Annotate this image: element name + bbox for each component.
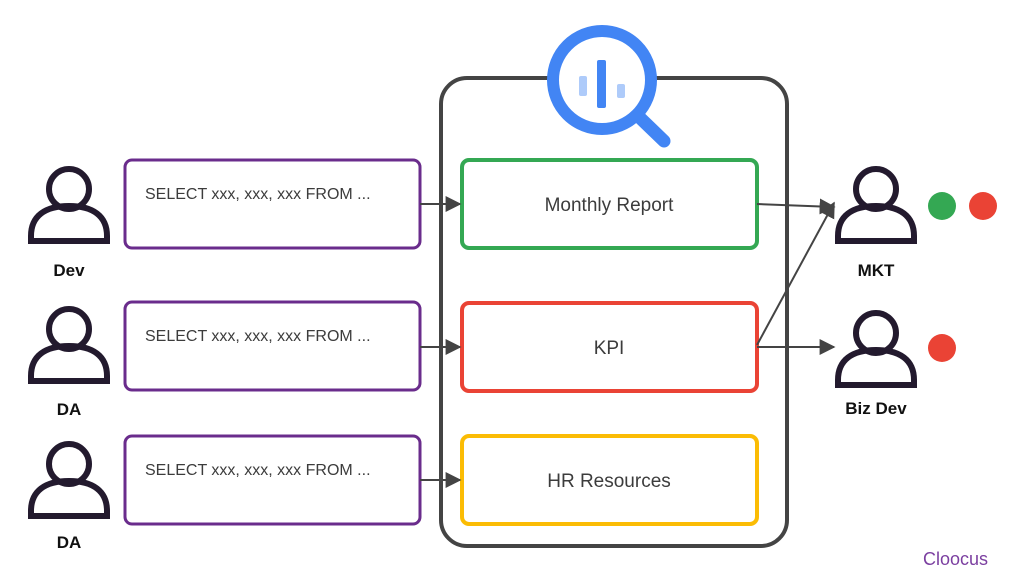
user-label-da-1: DA xyxy=(57,400,82,419)
status-dot-biz-dev-red xyxy=(928,334,956,362)
person-icon-mkt xyxy=(835,166,917,244)
person-icon-da-2 xyxy=(28,441,110,519)
user-label-biz-dev: Biz Dev xyxy=(845,399,907,418)
bigquery-magnifier-icon xyxy=(547,25,671,148)
person-icon-da-1 xyxy=(28,306,110,384)
report-label-hr-resources: HR Resources xyxy=(547,471,671,492)
report-box-hr-resources xyxy=(460,434,759,526)
query-text-1: SELECT xxx, xxx, xxx FROM ... xyxy=(145,186,371,203)
person-icon-biz-dev xyxy=(835,310,917,388)
query-box-2 xyxy=(123,300,422,392)
brand-logo-text: Cloocus xyxy=(923,549,988,569)
user-label-da-2: DA xyxy=(57,533,82,552)
query-box-3 xyxy=(123,434,422,526)
report-label-monthly-report: Monthly Report xyxy=(545,195,675,216)
person-icon-dev xyxy=(28,166,110,244)
arrow-monthly-report-to-mkt xyxy=(756,198,836,215)
status-dot-mkt-red xyxy=(969,192,997,220)
user-label-mkt: MKT xyxy=(858,261,895,280)
query-text-3: SELECT xxx, xxx, xxx FROM ... xyxy=(145,462,371,479)
query-box-1 xyxy=(123,158,422,250)
status-dot-mkt-green xyxy=(928,192,956,220)
report-label-kpi: KPI xyxy=(594,338,625,359)
user-label-dev: Dev xyxy=(53,261,85,280)
query-text-2: SELECT xxx, xxx, xxx FROM ... xyxy=(145,328,371,345)
arrow-kpi-to-mkt xyxy=(756,201,835,346)
